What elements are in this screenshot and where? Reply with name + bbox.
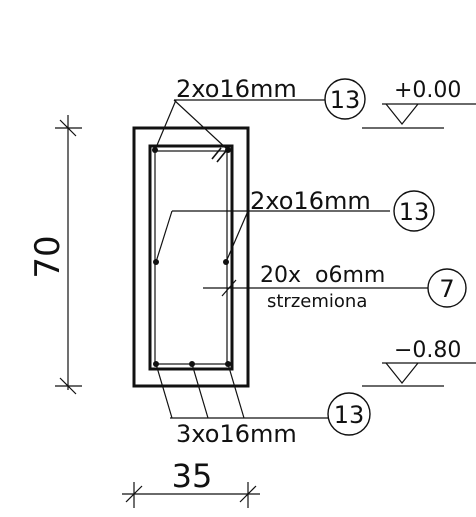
top-bars-mark-bubble — [324, 78, 366, 120]
stirrups-mark: 7 — [439, 275, 454, 303]
height-label: 70 — [28, 235, 68, 278]
top-level-marker — [362, 103, 476, 129]
bottom-bars-leader — [155, 363, 328, 419]
side-bars-mark: 13 — [399, 198, 430, 226]
top-level-value: +0.00 — [394, 78, 461, 103]
top-bars-leader — [154, 99, 325, 151]
side-bars-leader — [155, 210, 390, 263]
bottom-level-marker — [362, 362, 476, 387]
side-bars-mark-bubble — [393, 190, 435, 232]
stirrups-sublabel: strzemiona — [267, 291, 367, 312]
concrete-section-outline — [132, 126, 250, 388]
width-dimension — [122, 482, 260, 508]
stirrups-leader — [203, 279, 428, 297]
top-bars-mark: 13 — [330, 86, 361, 114]
bottom-bars-mark-bubble — [327, 392, 371, 436]
stirrups-mark-bubble — [427, 268, 467, 308]
stirrups-label: 20x o6mm — [260, 263, 385, 288]
bottom-bars-label: 3xo16mm — [176, 420, 297, 448]
stirrup-outline — [148, 144, 234, 371]
side-bars-label: 2xo16mm — [250, 187, 371, 215]
height-dimension — [55, 115, 82, 395]
stirrup-inner-line — [154, 150, 228, 365]
stirrup-hook-mark — [211, 147, 222, 160]
width-label: 35 — [172, 457, 213, 495]
top-bars-label: 2xo16mm — [176, 75, 297, 103]
stirrup-hook-mark — [216, 150, 227, 163]
bottom-bars-mark: 13 — [334, 401, 365, 429]
bottom-level-value: −0.80 — [394, 338, 461, 363]
